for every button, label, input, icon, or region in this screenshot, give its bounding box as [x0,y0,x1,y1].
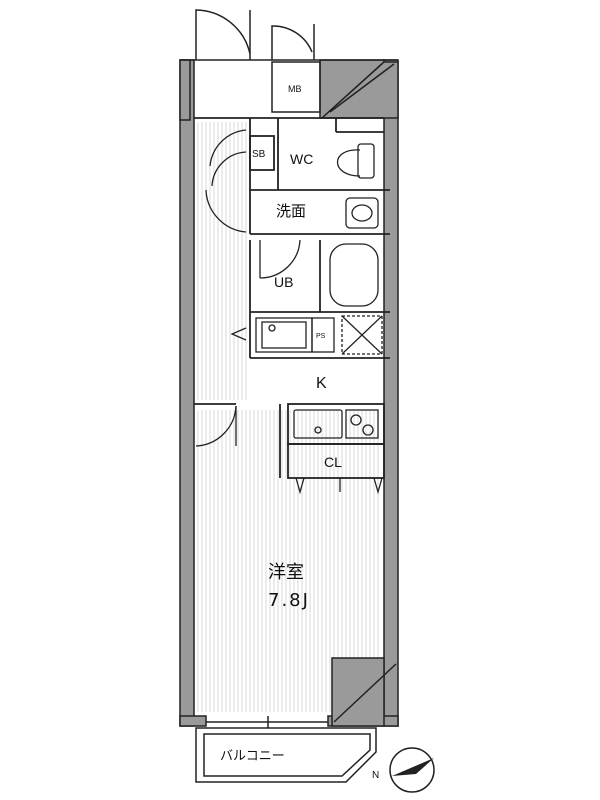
label-western-room-size: 7.8J [268,590,310,611]
fixtures [255,143,383,495]
label-washroom: 洗面 [276,202,306,220]
label-mb: MB [288,84,302,94]
label-closet: CL [324,454,342,470]
label-wc: WC [290,151,313,167]
compass-icon: N [372,747,435,793]
corner-shading [319,59,399,727]
label-balcony: バルコニー [220,749,285,764]
outer-walls [179,59,399,727]
interior-doors [195,129,301,447]
compass-north-label: N [372,770,379,781]
label-kitchen: K [316,375,327,392]
label-sb: SB [252,149,266,160]
meter-box [271,61,321,113]
room-labels: MB SB WC 洗面 UB PS K CL 洋室 7.8J バルコニー [220,84,342,764]
balcony [195,716,377,783]
interior-walls [194,117,390,479]
label-western-room: 洋室 [268,562,304,583]
entrance-doors [180,9,398,61]
label-ps: PS [316,333,326,340]
label-ub: UB [274,274,293,290]
